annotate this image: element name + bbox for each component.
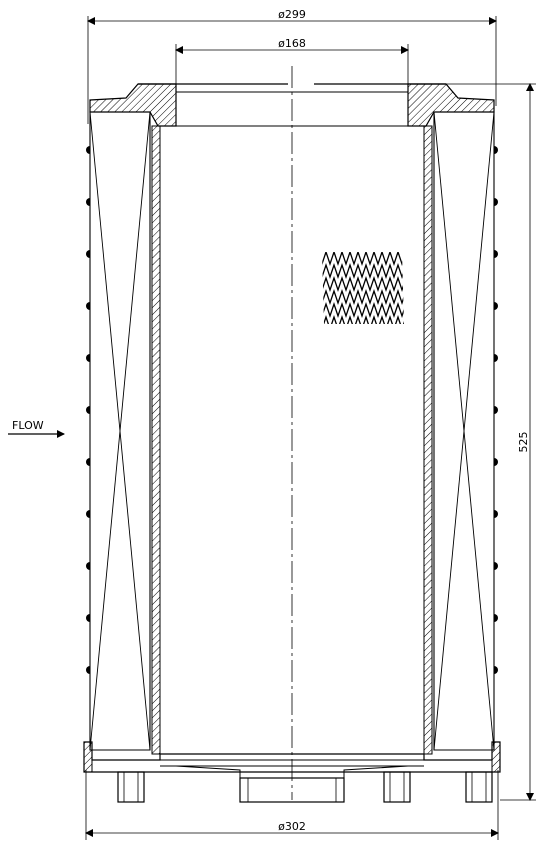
pleat-pack-right: [433, 111, 495, 751]
height-label: 525: [517, 432, 530, 453]
bottom-end-cap: [83, 741, 501, 803]
outer-sleeve-dots-left: [86, 146, 90, 674]
perforation-dot: [494, 354, 498, 362]
mesh-row: [322, 301, 404, 319]
perforation-dot: [86, 666, 90, 674]
perforation-dot: [494, 458, 498, 466]
perforation-dot: [494, 406, 498, 414]
flow-indicator: FLOW: [8, 419, 65, 438]
perforation-dot: [86, 562, 90, 570]
mesh-detail: [322, 252, 404, 324]
perforation-dot: [86, 510, 90, 518]
perforation-dot: [494, 250, 498, 258]
inner-tube-walls: [151, 125, 433, 755]
mesh-row: [322, 275, 404, 293]
perforation-dot: [86, 198, 90, 206]
mesh-row: [322, 314, 404, 324]
inner-diameter-label: ø168: [278, 37, 306, 50]
perforation-dot: [494, 198, 498, 206]
bottom-diameter-label: ø302: [278, 820, 306, 833]
perforation-dot: [494, 614, 498, 622]
perforation-dot: [86, 406, 90, 414]
mesh-row: [322, 262, 404, 280]
perforation-dot: [86, 146, 90, 154]
perforation-dot: [494, 302, 498, 310]
perforation-dot: [494, 510, 498, 518]
outer-sleeve-dots-right: [494, 146, 498, 674]
flow-label: FLOW: [12, 419, 44, 432]
perforation-dot: [86, 354, 90, 362]
mesh-row: [322, 252, 404, 267]
perforation-dot: [86, 302, 90, 310]
outer-top-diameter-label: ø299: [278, 8, 306, 21]
pleat-pack-left: [89, 111, 151, 751]
perforation-dot: [494, 562, 498, 570]
perforation-dot: [494, 666, 498, 674]
top-end-cap: [89, 83, 495, 127]
perforation-dot: [86, 250, 90, 258]
perforation-dot: [494, 146, 498, 154]
mesh-row: [322, 288, 404, 306]
dimension-bottom: ø302: [85, 770, 499, 840]
dimension-outer-top: ø299: [87, 8, 497, 124]
perforation-dot: [86, 458, 90, 466]
perforation-dot: [86, 614, 90, 622]
